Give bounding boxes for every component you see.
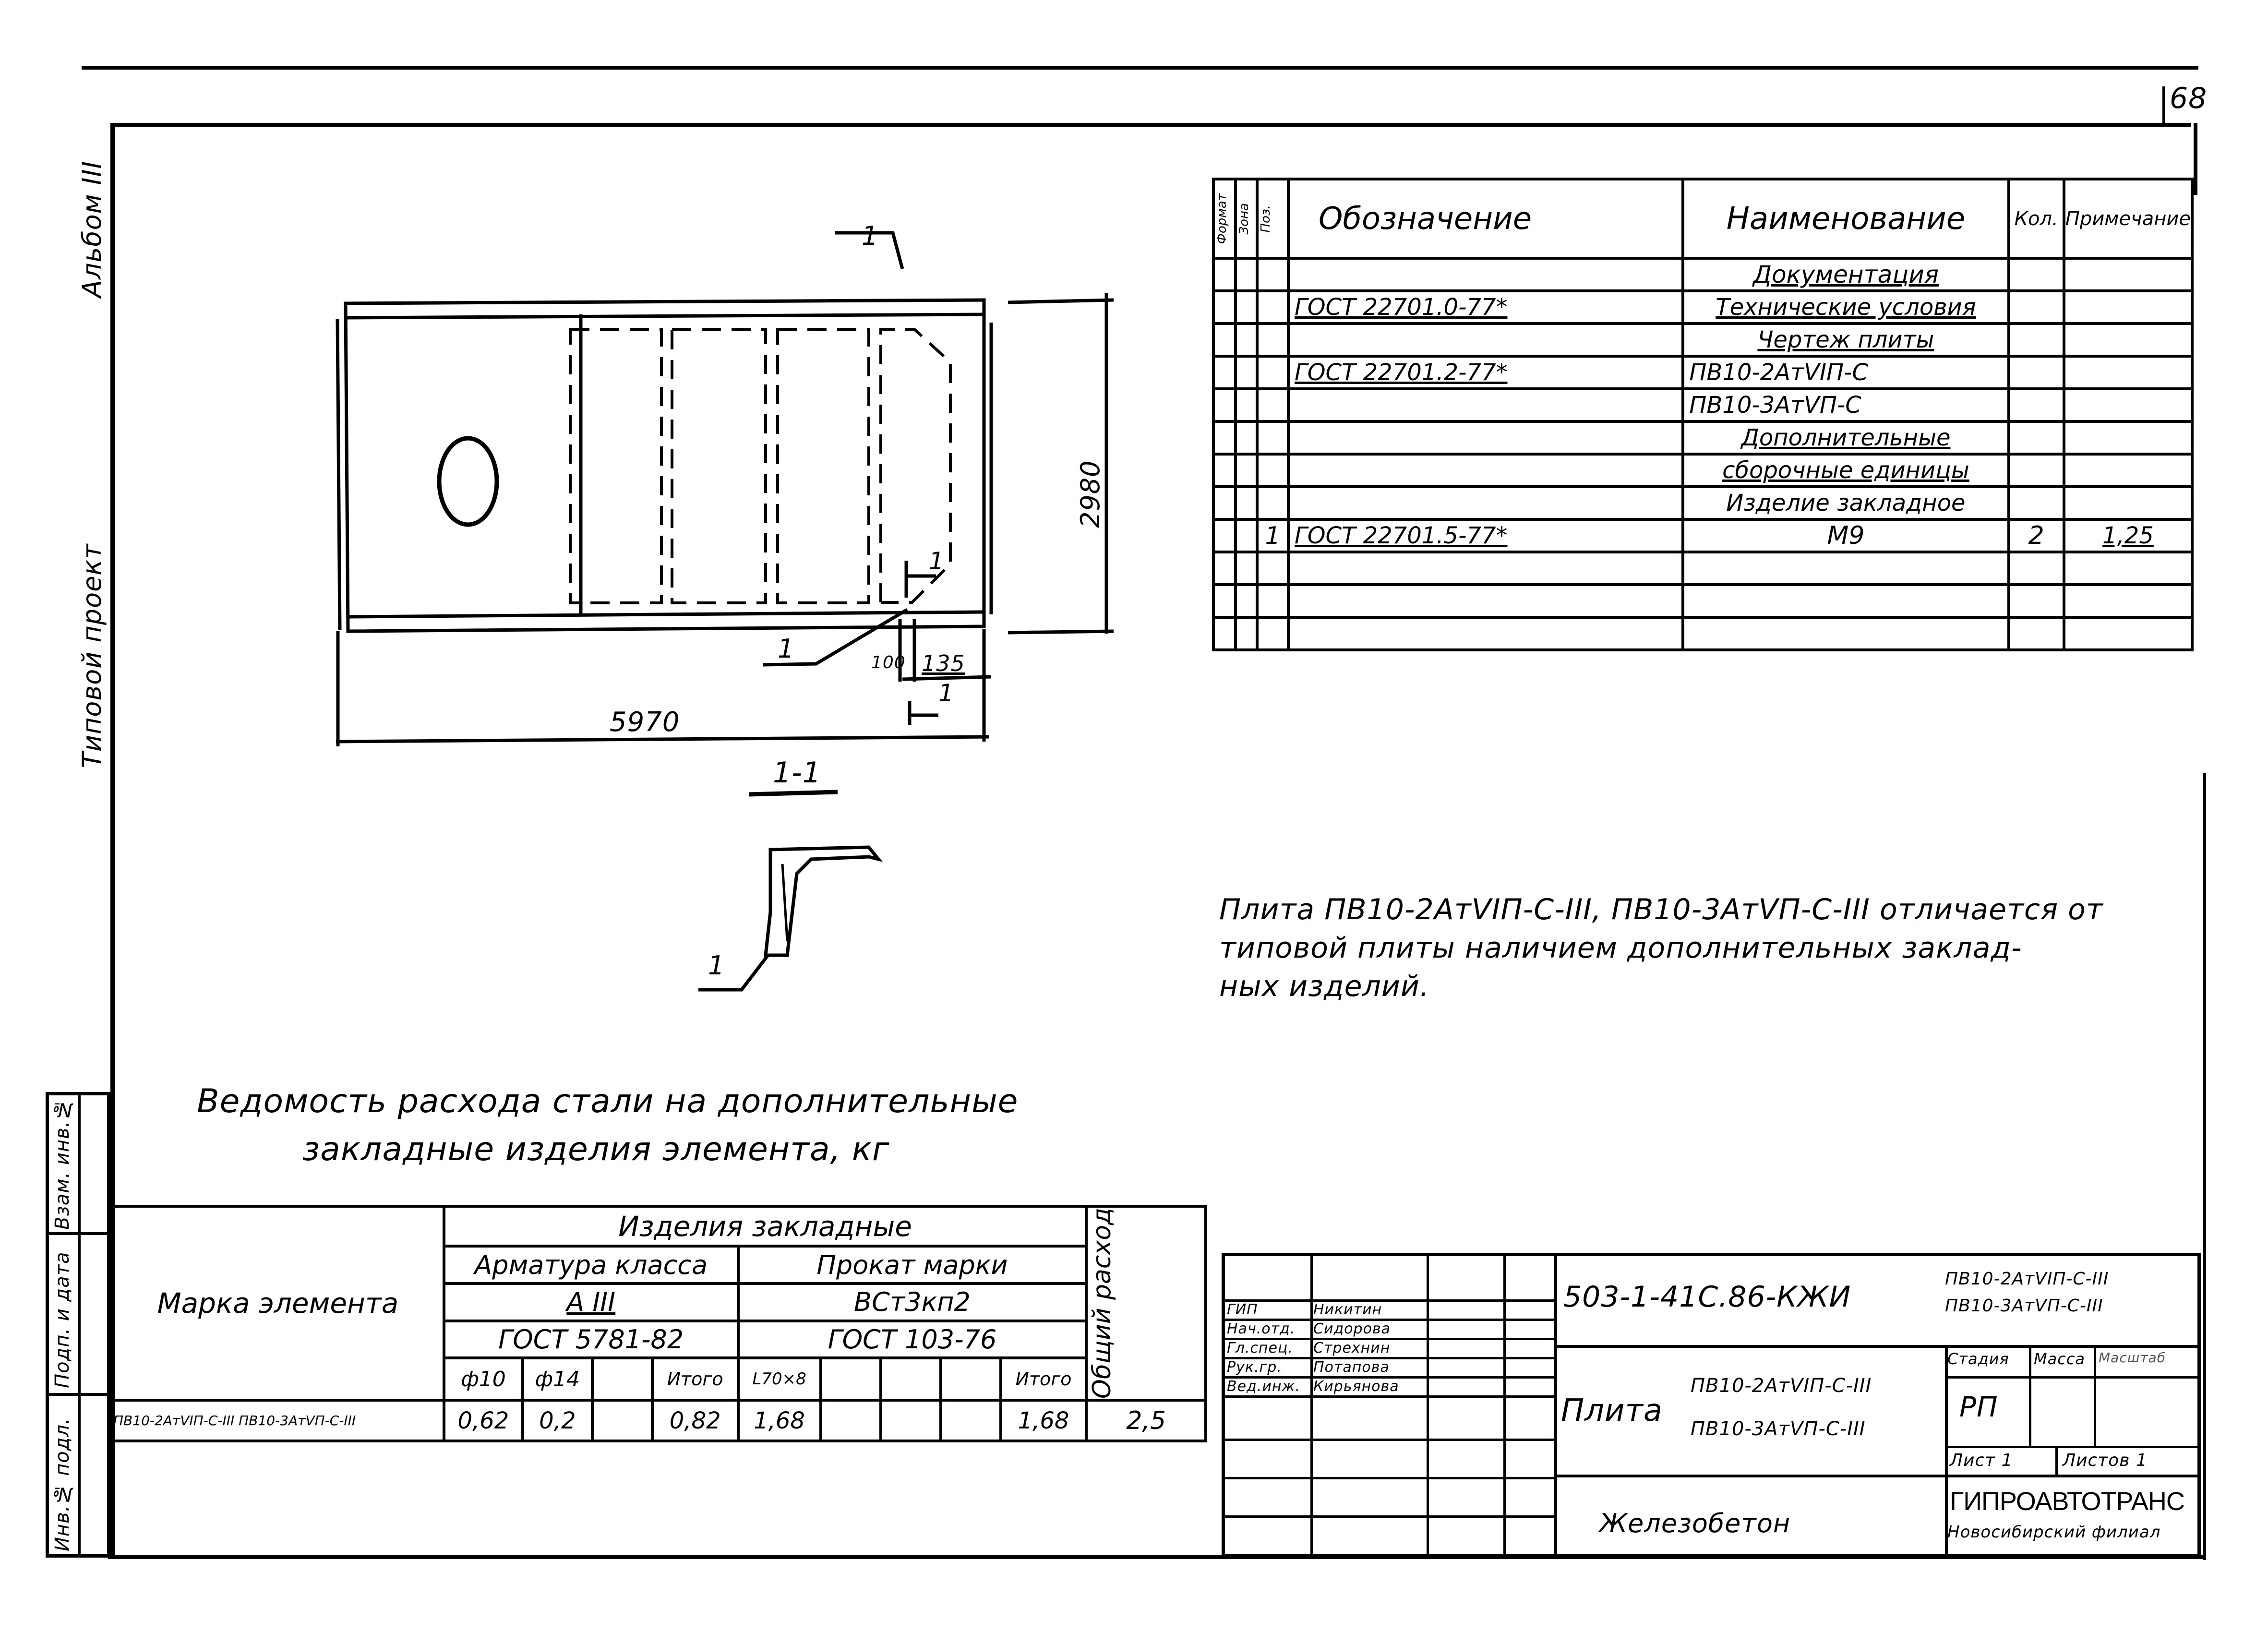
stage-value: РП (1959, 1391, 1998, 1423)
top-rule (82, 66, 2198, 70)
org-name: ГИПРОАВТОТРАНС (1950, 1487, 2185, 1516)
steel-row: ПВ10-2АтVIП-С-III ПВ10-3АтVП-С-III 0,62 … (110, 1399, 1207, 1443)
doc-code-marks: ПВ10-2АтVIП-С-III ПВ10-3АтVП-С-III (1945, 1269, 2109, 1316)
callout-mark-bottom: 1 (778, 634, 795, 664)
hdr-format: Формат (1215, 193, 1229, 244)
frame-left (110, 123, 115, 1556)
callout-mark-section: 1 (708, 950, 725, 981)
callout-mark-top: 1 (862, 221, 879, 251)
hdr-rolled-grade: Прокат марки (736, 1245, 1088, 1285)
frame-top (113, 123, 2191, 127)
rolled-gost: ГОСТ 103-76 (736, 1319, 1088, 1360)
role-group-lead: Рук.гр. (1227, 1359, 1282, 1376)
hdr-name: Наименование (1681, 178, 2010, 260)
steel-title-line-2: закладные изделия элемента, кг (302, 1130, 890, 1168)
role-chief-spec: Гл.спец. (1227, 1340, 1293, 1356)
spec-row: Чертеж плиты (1212, 322, 2194, 358)
spec-rows: Документация ГОСТ 22701.0-77*Технические… (1212, 257, 2194, 651)
page-number-divider (2162, 86, 2165, 125)
dim-width: 2980 (1075, 460, 1105, 528)
mass-label: Масса (2034, 1350, 2086, 1368)
spec-row (1212, 616, 2194, 651)
steel-title-line-1: Ведомость расхода стали на дополнительны… (197, 1082, 1019, 1120)
frame-right (2194, 123, 2197, 195)
sheets-label: Листов 1 (2063, 1451, 2148, 1470)
doc-code: 503-1-41С.86-КЖИ (1563, 1280, 1851, 1314)
spec-row: Документация (1212, 257, 2194, 292)
spec-row: Дополнительные (1212, 420, 2194, 456)
note-line-1: Плита ПВ10-2АтVIП-С-III, ПВ10-3АтVП-С-II… (1219, 893, 2103, 926)
section-arrow-label-upper: 1 (929, 547, 945, 575)
spec-row (1212, 583, 2194, 619)
signature-grid: ГИП Нач.отд. Гл.спец. Рук.гр. Вед.инж. Н… (1225, 1256, 1557, 1559)
name-sidorova: Сидорова (1313, 1320, 1391, 1337)
name-nikitin: Никитин (1313, 1301, 1382, 1318)
specification-table: Формат Зона Поз. Обозначение Наименовани… (1212, 178, 2194, 651)
note-line-3: ных изделий. (1219, 970, 1429, 1003)
hdr-designation: Обозначение (1286, 178, 1685, 260)
hdr-qty: Кол. (2007, 178, 2065, 260)
hdr-embedded-items: Изделия закладные (442, 1204, 1088, 1248)
spec-row: ПВ10-3АтVП-С (1212, 387, 2194, 423)
frame-bottom (108, 1555, 2206, 1559)
hdr-total-consumption: Общий расход (1088, 1208, 1117, 1399)
title-block: ГИП Нач.отд. Гл.спец. Рук.гр. Вед.инж. Н… (1222, 1253, 2201, 1559)
spec-row (1212, 551, 2194, 586)
page-number: 68 (2170, 82, 2208, 115)
hdr-zone: Зона (1236, 203, 1251, 235)
frame-right-lower (2203, 773, 2206, 1560)
left-stamp: Инв.№ подл. Подп. и дата Взам. инв.№ (46, 1092, 111, 1558)
spec-row: сборочные единицы (1212, 453, 2194, 488)
material: Железобетон (1599, 1508, 1791, 1538)
dim-100: 100 (871, 653, 906, 672)
role-lead-eng: Вед.инж. (1227, 1378, 1300, 1395)
sheet-label: Лист 1 (1950, 1451, 2013, 1470)
scale-label: Масштаб (2099, 1350, 2166, 1366)
spec-row: Изделие закладное (1212, 485, 2194, 521)
note-line-2: типовой плиты наличием дополнительных за… (1219, 931, 2022, 965)
section-title: 1-1 (773, 756, 821, 790)
rolled-grade-value: ВСт3кп2 (736, 1282, 1088, 1322)
dim-135: 135 (922, 650, 965, 676)
steel-table-title: Ведомость расхода стали на дополнительны… (197, 1078, 1019, 1174)
stage-label: Стадия (1947, 1350, 2009, 1368)
rebar-gost: ГОСТ 5781-82 (442, 1319, 740, 1360)
hdr-note: Примечание (2062, 178, 2194, 260)
hdr-pos: Поз. (1259, 204, 1273, 233)
steel-consumption-table: Марка элемента Изделия закладные Общий р… (110, 1204, 1207, 1443)
product-name: Плита (1561, 1393, 1663, 1428)
section-arrow-label-lower: 1 (938, 679, 954, 707)
rebar-class-value: А III (442, 1282, 740, 1322)
note-text: Плита ПВ10-2АтVIП-С-III, ПВ10-3АтVП-С-II… (1219, 890, 2103, 1006)
dim-length: 5970 (610, 707, 680, 738)
steel-row-mark: ПВ10-2АтVIП-С-III ПВ10-3АтVП-С-III (110, 1399, 445, 1443)
steel-row-total: 2,5 (1085, 1399, 1207, 1443)
org-branch: Новосибирский филиал (1947, 1523, 2161, 1542)
role-head-dept: Нач.отд. (1227, 1320, 1296, 1337)
spec-row: ГОСТ 22701.2-77*ПВ10-2АтVIП-С (1212, 355, 2194, 390)
hdr-rebar-class: Арматура класса (442, 1245, 740, 1285)
spec-row: ГОСТ 22701.0-77*Технические условия (1212, 289, 2194, 325)
name-potapova: Потапова (1313, 1359, 1390, 1376)
name-strekhnin: Стрехнин (1313, 1340, 1391, 1356)
product-marks: ПВ10-2АтVIП-С-III ПВ10-3АтVП-С-III (1691, 1375, 1872, 1440)
role-gip: ГИП (1227, 1301, 1258, 1318)
hdr-element-mark: Марка элемента (110, 1204, 445, 1402)
name-kiryanova: Кирьянова (1313, 1378, 1399, 1395)
